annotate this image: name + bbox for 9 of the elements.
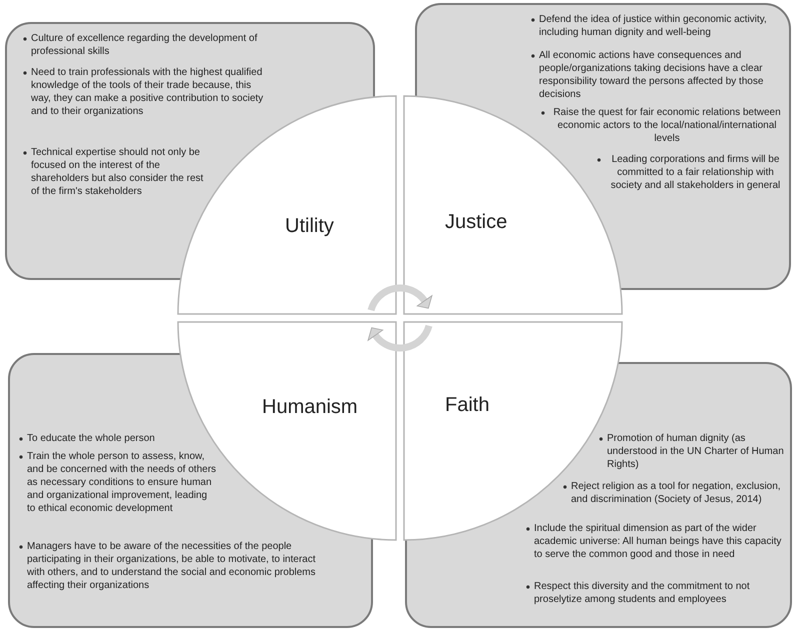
cycle-arrow — [368, 284, 433, 312]
quadrant-label: Humanism — [262, 396, 358, 419]
bullet-point: Promotion of human dignity (as understood in the UN Charter of Human Rights) — [598, 432, 786, 471]
quadrant-label: Justice — [445, 211, 508, 234]
bullet-point: Train the whole person to assess, know, and be concerned with the needs of others as necessary conditions to ensure human and organizational improvement, leading to ethical economic development — [18, 450, 218, 515]
quadrant-label: Utility — [285, 215, 334, 238]
bullet-point: Managers have to be aware of the necessities of the people participating in their organizations, be able to motivate, to interact with others, and to understand the social and economic problems affecting their organizations — [18, 540, 318, 592]
cycle-arrow — [367, 324, 432, 352]
quadrant-label: Faith — [445, 394, 490, 417]
